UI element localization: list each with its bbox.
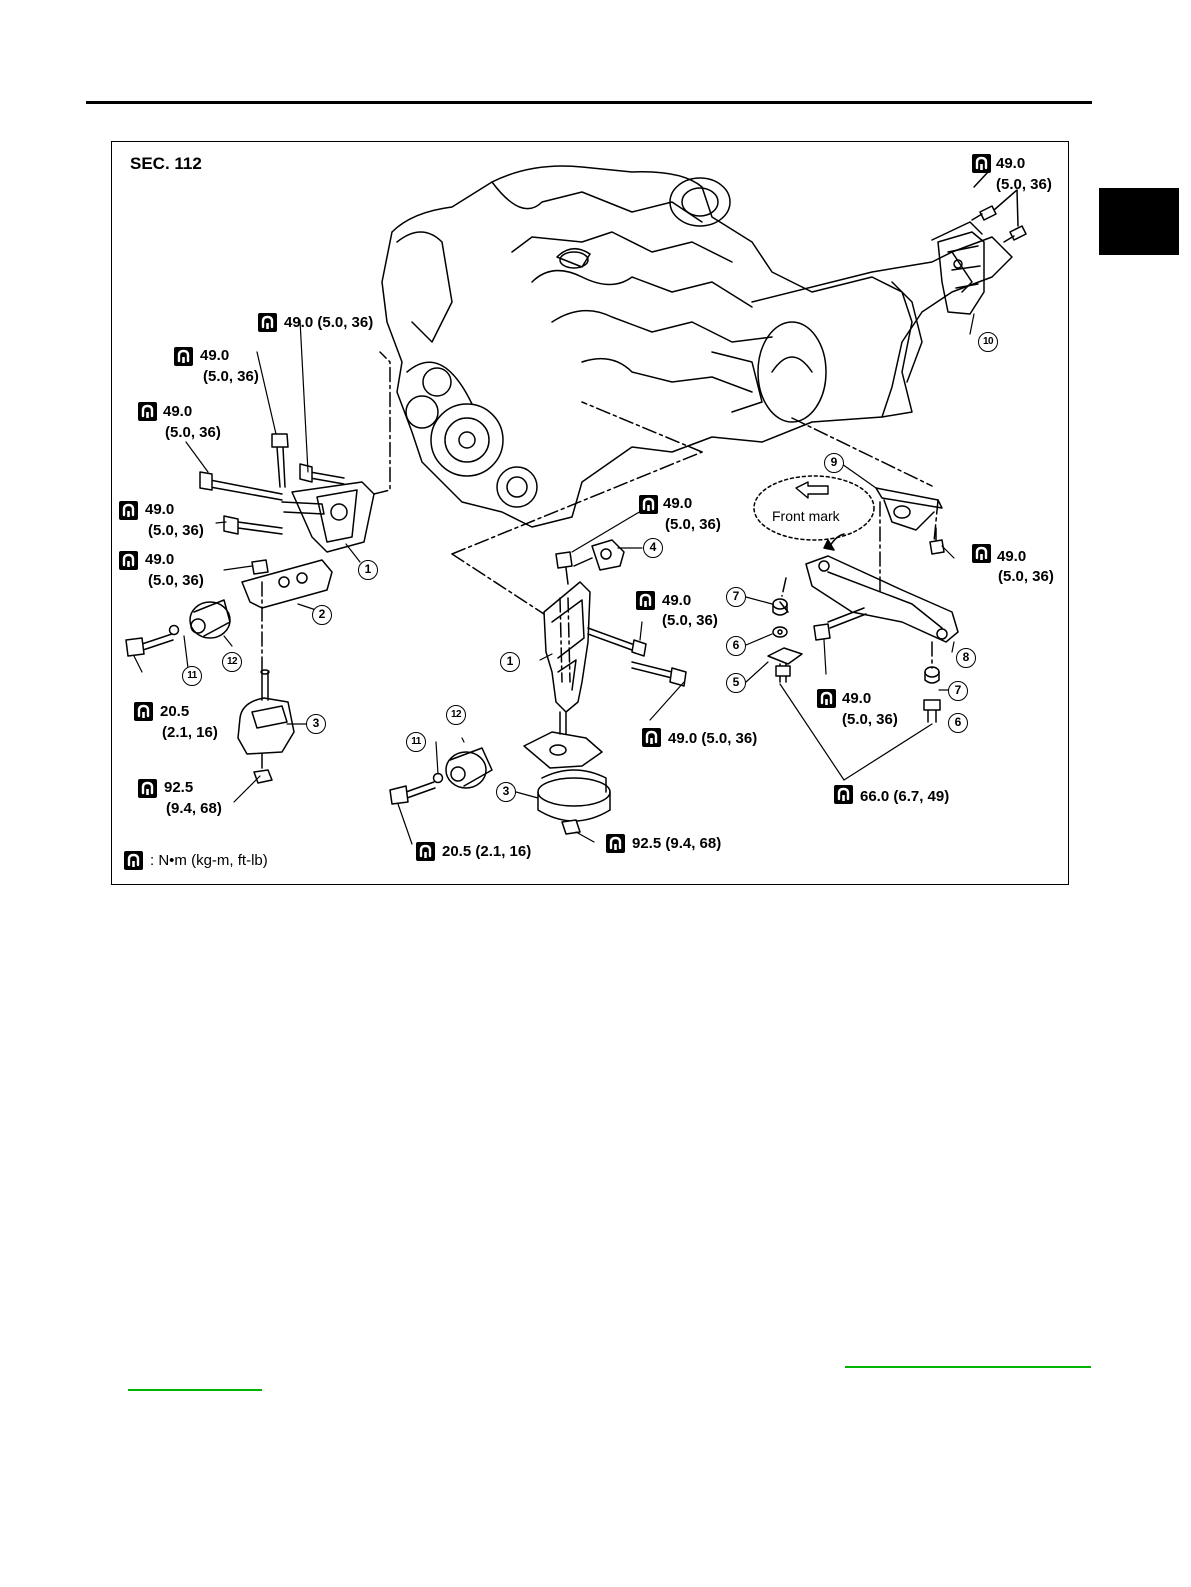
rear-stack-right bbox=[923, 641, 941, 723]
part-number-8: 8 bbox=[956, 648, 976, 668]
torque-wrench-icon bbox=[136, 400, 159, 423]
torque-value: 49.0 (5.0, 36) bbox=[284, 314, 374, 331]
front-mark-callout bbox=[753, 475, 875, 551]
hyperlink-underline[interactable] bbox=[128, 1389, 262, 1391]
part-number-11: 11 bbox=[182, 666, 202, 686]
torque-value: 49.0 bbox=[842, 690, 872, 707]
left-mount-bracket-part-1 bbox=[199, 351, 391, 553]
torque-value: 92.5 bbox=[164, 779, 194, 796]
torque-value-units: (5.0, 36) bbox=[203, 368, 259, 385]
part-number-3: 3 bbox=[496, 782, 516, 802]
torque-value: 20.5 (2.1, 16) bbox=[442, 843, 532, 860]
center-damper-part-12 bbox=[445, 747, 493, 789]
torque-wrench-icon bbox=[414, 840, 437, 863]
heat-shield-part-4 bbox=[573, 539, 625, 571]
torque-value-units: (5.0, 36) bbox=[148, 522, 204, 539]
torque-wrench-icon bbox=[117, 499, 140, 522]
torque-value: 49.0 bbox=[663, 495, 693, 512]
torque-unit-legend: : N•m (kg-m, ft-lb) bbox=[150, 852, 268, 869]
torque-value: 49.0 bbox=[997, 548, 1027, 565]
torque-value: 49.0 (5.0, 36) bbox=[668, 730, 758, 747]
center-washer-part-11 bbox=[432, 772, 444, 784]
part-number-12: 12 bbox=[222, 652, 242, 672]
torque-wrench-icon bbox=[136, 777, 159, 800]
torque-wrench-icon bbox=[604, 832, 627, 855]
torque-value: 49.0 bbox=[996, 155, 1026, 172]
torque-wrench-icon bbox=[815, 687, 838, 710]
torque-wrench-icon bbox=[637, 493, 660, 516]
part-number-10: 10 bbox=[978, 332, 998, 352]
torque-value: 49.0 bbox=[200, 347, 230, 364]
section-tab bbox=[1099, 188, 1179, 255]
hyperlink-underline[interactable] bbox=[845, 1366, 1091, 1368]
rear-stack-left bbox=[767, 598, 803, 683]
left-engine-mount-insulator-part-3 bbox=[237, 581, 295, 784]
left-insulator-bracket-part-2 bbox=[241, 559, 333, 609]
part-number-3: 3 bbox=[306, 714, 326, 734]
torque-value-units: (5.0, 36) bbox=[665, 516, 721, 533]
rear-engine-mount-part-10 bbox=[931, 171, 1027, 315]
torque-value: 20.5 bbox=[160, 703, 190, 720]
torque-value-units: (5.0, 36) bbox=[842, 711, 898, 728]
part-number-7: 7 bbox=[948, 681, 968, 701]
torque-wrench-icon bbox=[122, 849, 145, 872]
torque-wrench-icon bbox=[256, 311, 279, 334]
part-number-2: 2 bbox=[312, 605, 332, 625]
torque-value-units: (5.0, 36) bbox=[998, 568, 1054, 585]
torque-value: 49.0 bbox=[163, 403, 193, 420]
engine-mounting-diagram: SEC. 112 49.0 (5.0, 36) 49.0 (5.0, 36) 4… bbox=[111, 141, 1069, 885]
part-number-5: 5 bbox=[726, 673, 746, 693]
leader-lines bbox=[133, 313, 975, 845]
torque-value: 49.0 bbox=[145, 501, 175, 518]
torque-wrench-icon bbox=[634, 589, 657, 612]
torque-wrench-icon bbox=[117, 549, 140, 572]
engine-assembly bbox=[381, 165, 1013, 528]
front-mark-label: Front mark bbox=[772, 508, 840, 524]
part-number-9: 9 bbox=[824, 453, 844, 473]
torque-wrench-icon bbox=[172, 345, 195, 368]
torque-value: 49.0 bbox=[145, 551, 175, 568]
torque-value: 92.5 (9.4, 68) bbox=[632, 835, 722, 852]
exploded-view-drawing bbox=[117, 152, 1027, 872]
torque-value: 66.0 (6.7, 49) bbox=[860, 788, 950, 805]
rear-mount-insulator-part-9 bbox=[791, 417, 945, 593]
torque-value-units: (9.4, 68) bbox=[166, 800, 222, 817]
part-number-11: 11 bbox=[406, 732, 426, 752]
center-bolt-20-5 bbox=[389, 781, 436, 805]
torque-value-units: (5.0, 36) bbox=[662, 612, 718, 629]
torque-value: 49.0 bbox=[662, 592, 692, 609]
header-rule bbox=[86, 101, 1092, 104]
part-number-6: 6 bbox=[726, 636, 746, 656]
torque-wrench-icon bbox=[970, 542, 993, 565]
rear-engine-mount-member-part-8 bbox=[779, 555, 959, 643]
torque-wrench-icon bbox=[832, 783, 855, 806]
torque-wrench-icon bbox=[640, 726, 663, 749]
torque-wrench-icon bbox=[132, 700, 155, 723]
part-number-1: 1 bbox=[358, 560, 378, 580]
torque-value-units: (2.1, 16) bbox=[162, 724, 218, 741]
torque-wrench-icon bbox=[970, 152, 993, 175]
part-number-12: 12 bbox=[446, 705, 466, 725]
center-engine-mount-insulator-part-3 bbox=[523, 711, 611, 835]
section-label: SEC. 112 bbox=[130, 154, 202, 173]
torque-value-units: (5.0, 36) bbox=[148, 572, 204, 589]
torque-value-units: (5.0, 36) bbox=[996, 176, 1052, 193]
part-number-6: 6 bbox=[948, 713, 968, 733]
part-number-7: 7 bbox=[726, 587, 746, 607]
center-mount-bracket-part-1 bbox=[451, 401, 703, 713]
left-bolt-20-5 bbox=[125, 633, 174, 657]
left-damper-part-12 bbox=[189, 599, 231, 639]
part-number-1: 1 bbox=[500, 652, 520, 672]
left-washer-part-11 bbox=[168, 624, 180, 636]
part-number-4: 4 bbox=[643, 538, 663, 558]
torque-value-units: (5.0, 36) bbox=[165, 424, 221, 441]
